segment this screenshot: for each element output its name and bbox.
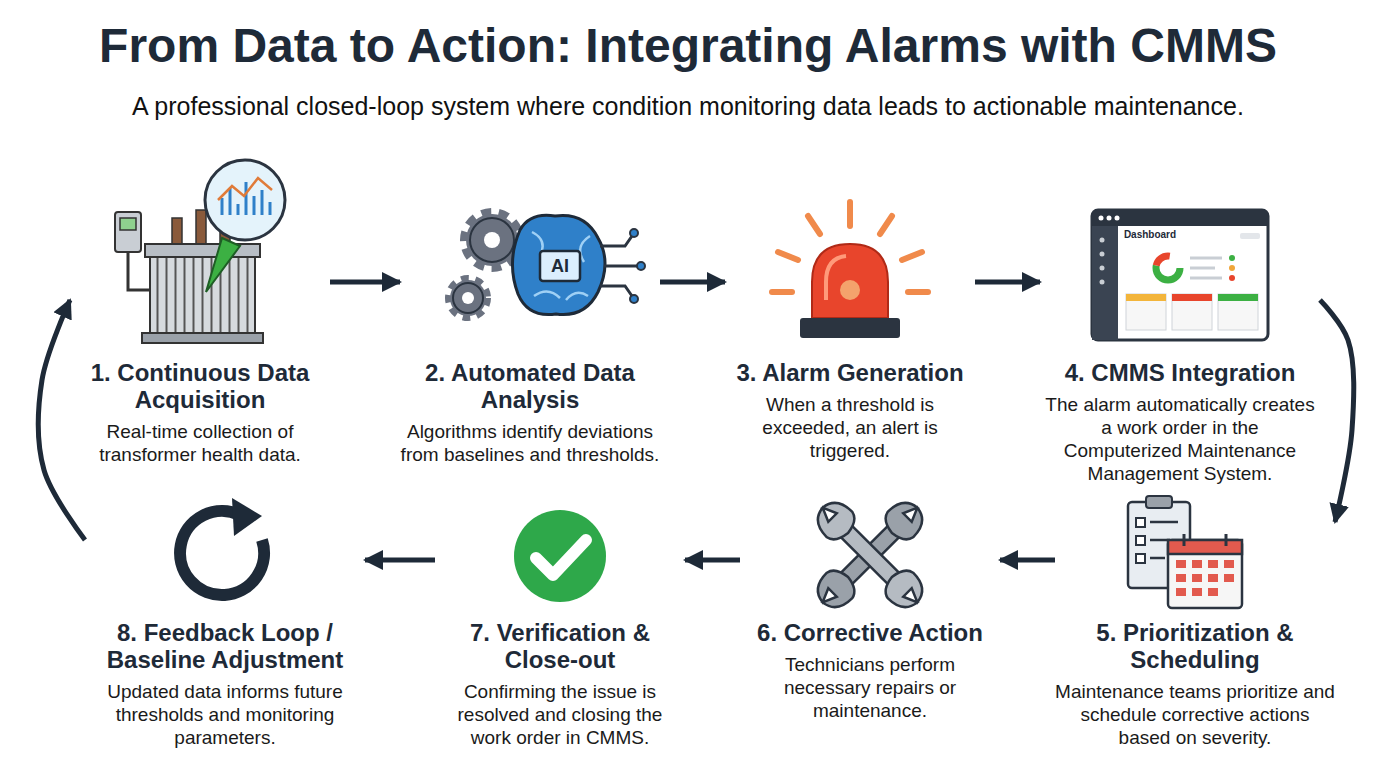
- step-heading: 1. Continuous Data Acquisition: [70, 360, 330, 414]
- dashboard-icon: [1092, 210, 1268, 340]
- ai-analysis-icon: [450, 214, 645, 316]
- flow-arrow: [38, 300, 85, 540]
- flow-arrow: [685, 558, 740, 563]
- step-heading: 3. Alarm Generation: [725, 360, 975, 387]
- process-step: 4. CMMS IntegrationThe alarm automatical…: [1040, 198, 1320, 486]
- step-heading: 5. Prioritization & Scheduling: [1055, 620, 1335, 674]
- step-description: Updated data informs future thresholds a…: [85, 680, 365, 750]
- process-step: 2. Automated Data AnalysisAlgorithms ide…: [400, 198, 660, 466]
- step-heading: 7. Verification & Close-out: [435, 620, 685, 674]
- process-step: 7. Verification & Close-outConfirming th…: [435, 490, 685, 749]
- step-heading: 4. CMMS Integration: [1040, 360, 1320, 387]
- step-description: Real-time collection of transformer heal…: [70, 420, 330, 466]
- check-icon: [514, 510, 606, 602]
- step-description: Maintenance teams prioritize and schedul…: [1055, 680, 1335, 750]
- step-description: The alarm automatically creates a work o…: [1040, 393, 1320, 486]
- diagram-caption: A professional closed-loop system where …: [0, 92, 1376, 121]
- flow-arrow: [365, 558, 435, 563]
- process-step: 6. Corrective ActionTechnicians perform …: [740, 490, 1000, 722]
- step-description: Technicians perform necessary repairs or…: [740, 653, 1000, 723]
- flow-arrow: [975, 280, 1040, 285]
- step-description: When a threshold is exceeded, an alert i…: [725, 393, 975, 463]
- diagram-title: From Data to Action: Integrating Alarms …: [0, 18, 1376, 73]
- step-heading: 6. Corrective Action: [740, 620, 1000, 647]
- flow-arrow: [660, 280, 725, 285]
- process-step: 5. Prioritization & SchedulingMaintenanc…: [1055, 490, 1335, 749]
- icon-label: AI: [551, 256, 569, 277]
- step-description: Confirming the issue is resolved and clo…: [435, 680, 685, 750]
- step-heading: 2. Automated Data Analysis: [400, 360, 660, 414]
- process-step: 8. Feedback Loop / Baseline AdjustmentUp…: [85, 490, 365, 749]
- process-step: 1. Continuous Data AcquisitionReal-time …: [70, 198, 330, 466]
- step-heading: 8. Feedback Loop / Baseline Adjustment: [85, 620, 365, 674]
- wrench-icon: [810, 495, 930, 615]
- step-description: Algorithms identify deviations from base…: [400, 420, 660, 466]
- process-step: 3. Alarm GenerationWhen a threshold is e…: [725, 198, 975, 462]
- flow-arrow: [1000, 558, 1055, 563]
- flow-arrow: [1320, 300, 1354, 522]
- cycle-icon: [180, 498, 264, 595]
- transformer-icon: [115, 160, 285, 343]
- screen-label: Dashboard: [1124, 229, 1176, 240]
- flow-arrow: [330, 280, 400, 285]
- siren-icon: [772, 202, 928, 338]
- schedule-icon: [1128, 496, 1242, 608]
